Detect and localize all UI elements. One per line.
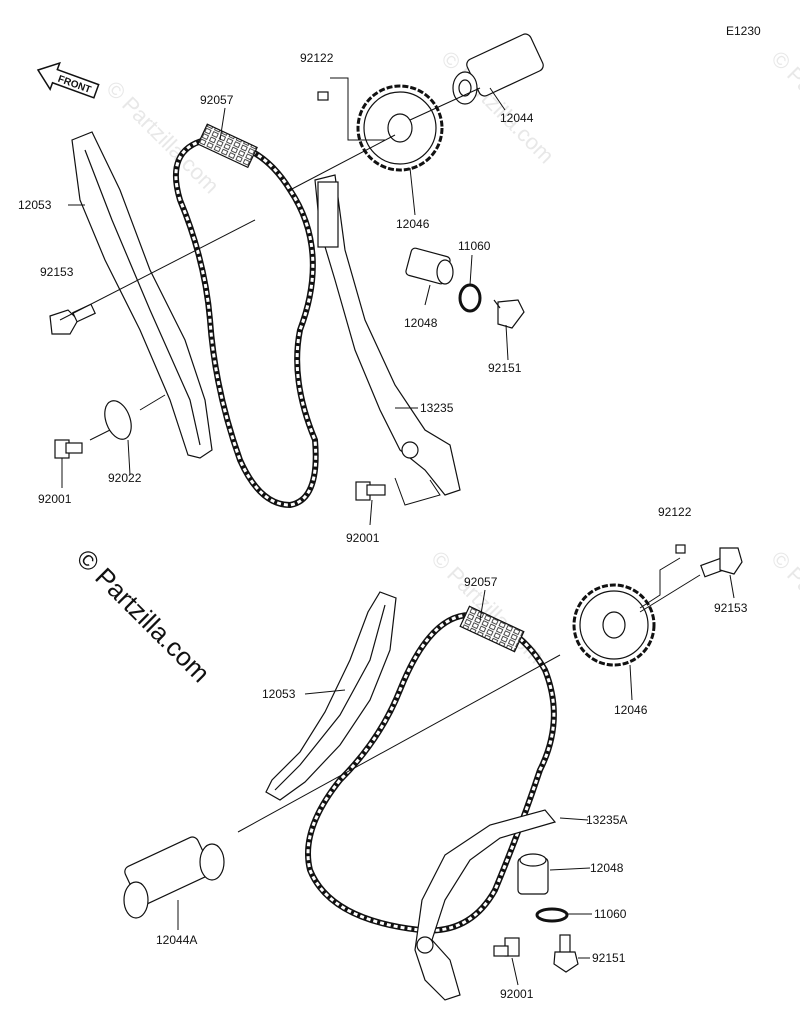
bolt-92153-bottom <box>700 547 743 578</box>
label-92022-top: 92022 <box>108 471 142 485</box>
bolt-92001-left <box>54 439 83 459</box>
pivot-hole-bottom <box>416 936 434 954</box>
gasket-11060-bottom <box>535 907 569 923</box>
label-12048-top: 12048 <box>404 316 438 330</box>
bolt-92151-bottom <box>553 934 579 973</box>
tensioner-12048-bottom <box>517 853 549 895</box>
front-arrow-icon: FRONT <box>36 61 100 99</box>
label-12053-bottom: 12053 <box>262 687 296 701</box>
dowel-pin-92122 <box>317 91 329 101</box>
label-13235A-bottom: 13235A <box>586 813 627 827</box>
label-92151-top: 92151 <box>488 361 522 375</box>
washer-92022 <box>104 400 132 440</box>
bottom-labels: 92122 92057 92153 12053 12046 13235A 120… <box>156 505 748 1001</box>
label-12053-top: 12053 <box>18 198 52 212</box>
bolt-92151-top <box>493 299 525 329</box>
label-92001-top-mid: 92001 <box>346 531 380 545</box>
label-92001-bottom: 92001 <box>500 987 534 1001</box>
label-11060-bottom: 11060 <box>594 907 627 921</box>
label-92153-bottom: 92153 <box>714 601 748 615</box>
label-12046-bottom: 12046 <box>614 703 648 717</box>
label-92153-top: 92153 <box>40 265 74 279</box>
label-92122-top: 92122 <box>300 51 334 65</box>
label-12048-bottom: 12048 <box>590 861 624 875</box>
label-92057-top: 92057 <box>200 93 234 107</box>
label-92057-bottom: 92057 <box>464 575 498 589</box>
bolt-92001-middle <box>355 481 386 501</box>
label-92151-bottom: 92151 <box>592 951 626 965</box>
gasket-11060 <box>458 283 482 313</box>
camshaft-12044A <box>123 836 225 919</box>
bottom-assembly <box>123 544 743 1001</box>
chain-link-detail <box>197 123 258 169</box>
bolt-92153-top <box>49 303 96 335</box>
bolt-92001-bottom <box>493 937 520 957</box>
pivot-hole <box>401 441 419 459</box>
camshaft-12044 <box>452 33 544 105</box>
top-labels: 92122 92057 12044 12053 12046 11060 9215… <box>18 51 534 545</box>
chain-guide-12053-bottom <box>265 591 397 801</box>
tensioner-guide-13235A <box>414 809 557 1001</box>
diagram-code: E1230 <box>726 24 761 38</box>
label-92001-top-left: 92001 <box>38 492 72 506</box>
dowel-pin-92122-bottom <box>675 544 686 554</box>
bottom-leaders <box>177 557 735 986</box>
top-leaders <box>59 77 509 526</box>
label-11060-top: 11060 <box>458 239 491 253</box>
sprocket-hub <box>387 113 413 143</box>
top-assembly <box>49 33 544 509</box>
chain-guide-12053 <box>71 131 213 459</box>
chain-links-bottom <box>306 613 556 932</box>
label-92122-bottom: 92122 <box>658 505 692 519</box>
label-12046-top: 12046 <box>396 217 430 231</box>
copyright-text: © Partzilla.com <box>71 543 216 688</box>
label-13235-top: 13235 <box>420 401 454 415</box>
label-12044A-bottom: 12044A <box>156 933 197 947</box>
chain-links <box>174 138 318 507</box>
tensioner-12048 <box>405 247 454 285</box>
chain-link-detail-bottom <box>459 605 525 653</box>
guide-pad <box>317 181 339 248</box>
watermark-3: © Partzilla.com <box>766 46 800 169</box>
sprocket-bottom-hub <box>602 611 626 639</box>
guide-bottom-inner <box>274 604 386 791</box>
watermark-5: © Partzilla.com <box>766 546 800 669</box>
guide-inner-line <box>84 149 201 446</box>
label-12044-top: 12044 <box>500 111 534 125</box>
